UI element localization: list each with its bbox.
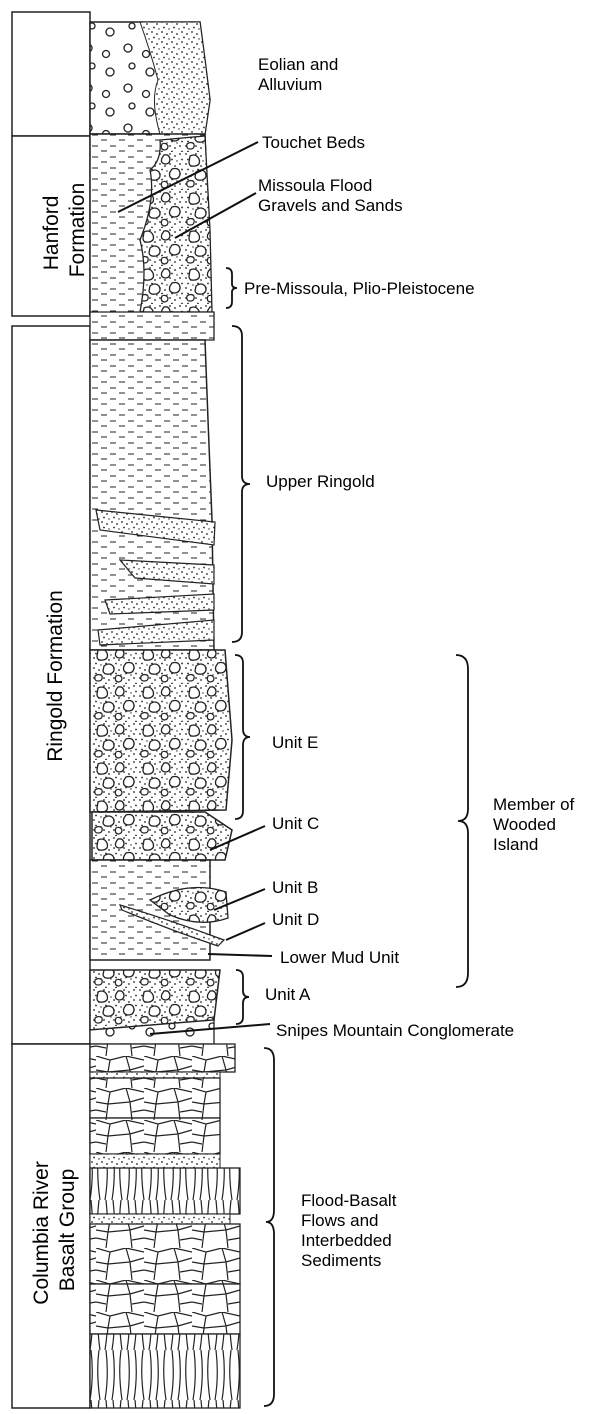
label-touchet: Touchet Beds: [262, 133, 365, 152]
label-lower-mud: Lower Mud Unit: [280, 948, 399, 967]
brace-upper-ringold: [232, 326, 250, 642]
label-unit-a: Unit A: [265, 985, 311, 1004]
label-unit-c: Unit C: [272, 814, 319, 833]
brace-pre-missoula: [226, 268, 237, 308]
label-flood-basalt: Flood-Basalt Flows and Interbedded Sedim…: [301, 1191, 401, 1270]
lithology-column: [90, 22, 240, 1408]
layer-unit-e: [90, 650, 232, 812]
layer-basalt-5: [90, 1224, 240, 1284]
layer-basalt-3: [90, 1118, 220, 1154]
label-snipes: Snipes Mountain Conglomerate: [276, 1021, 514, 1040]
label-upper-ringold: Upper Ringold: [266, 472, 375, 491]
layer-unit-c: [92, 812, 232, 860]
label-unit-b: Unit B: [272, 878, 318, 897]
brace-unit-a: [236, 970, 249, 1024]
brace-wooded-island: [456, 655, 468, 987]
layer-basalt-1: [90, 1044, 235, 1072]
formation-label-ringold: Ringold Formation: [44, 590, 67, 762]
layer-basalt-4: [90, 1168, 240, 1214]
leader-unit-d: [226, 923, 265, 940]
label-unit-e: Unit E: [272, 733, 318, 752]
layer-basalt-7: [90, 1334, 240, 1408]
leader-lower-mud: [208, 954, 272, 956]
brace-flood-basalt: [264, 1048, 274, 1406]
label-unit-d: Unit D: [272, 910, 319, 929]
layer-pre-missoula: [90, 312, 214, 340]
layer-basalt-6: [90, 1284, 240, 1334]
label-pre-missoula: Pre-Missoula, Plio-Pleistocene: [244, 279, 475, 298]
label-wooded-island: Member of Wooded Island: [493, 795, 579, 854]
label-missoula: Missoula Flood Gravels and Sands: [258, 176, 403, 215]
label-eolian: Eolian and Alluvium: [258, 55, 343, 94]
unit-labels: Eolian and Alluvium Touchet Beds Missoul…: [244, 55, 579, 1270]
layer-basalt-2: [90, 1078, 220, 1118]
brace-unit-e: [235, 655, 250, 819]
